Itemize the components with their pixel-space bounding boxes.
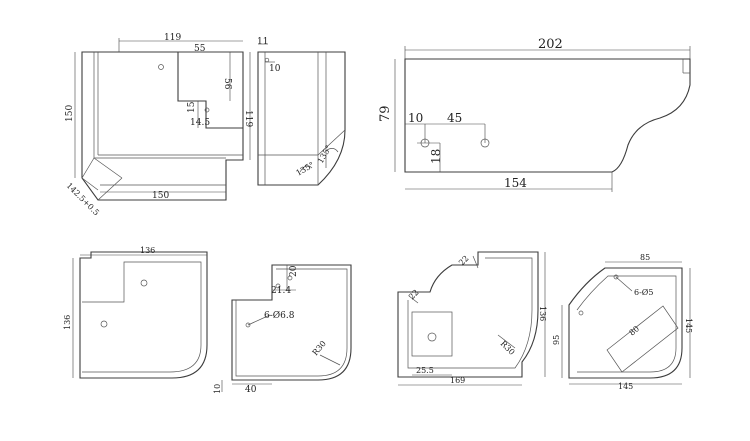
dim-55: 55	[194, 44, 206, 54]
radius-r30-a: R30	[499, 339, 517, 357]
dim-142-5: 142.5+0.5	[65, 181, 101, 217]
dim-56: 56	[222, 78, 232, 90]
dim-136-left: 136	[63, 315, 72, 330]
bottom-mid-plate-drawing: 20 21.4 6-Ø6.8 R30 40 10	[213, 264, 352, 395]
bottom-right-plate-a-drawing: 22 22 136 R30 25.5 169	[397, 251, 547, 386]
dim-85: 85	[640, 253, 650, 262]
holes-6-d5: 6-Ø5	[634, 288, 653, 297]
dim-169: 169	[450, 376, 465, 385]
dim-15: 15	[187, 101, 197, 113]
dim-11: 11	[257, 37, 268, 47]
dim-150-bottom: 150	[152, 191, 169, 201]
dim-150-left: 150	[65, 105, 75, 122]
dim-20: 20	[289, 265, 299, 277]
top-left-bracket-drawing: 119 55 56 150 119 15 14.5 150 142.5+0.5	[65, 33, 253, 217]
dim-136-top: 136	[140, 246, 155, 255]
dim-136-right: 136	[538, 306, 547, 321]
dim-119-right: 119	[243, 110, 253, 127]
bottom-right-plate-b-drawing: 85 6-Ø5 80 145 95 145	[552, 253, 693, 391]
dim-10: 10	[269, 64, 281, 74]
top-right-plate-drawing: 202 79 10 45 18 154	[378, 37, 691, 192]
bottom-left-plate-drawing: 136 136	[63, 246, 208, 379]
dim-154: 154	[504, 176, 527, 190]
dim-45: 45	[447, 111, 462, 125]
dim-10-small: 10	[213, 384, 222, 394]
dim-22-left: 22	[407, 288, 421, 302]
holes-6-d6-8: 6-Ø6.8	[264, 310, 295, 321]
dim-145-bottom: 145	[618, 382, 633, 391]
dim-145-right: 145	[684, 318, 693, 333]
angle-135-right: 135°	[316, 144, 333, 165]
dim-119-top: 119	[164, 33, 181, 43]
dim-25-5: 25.5	[416, 366, 434, 375]
dim-21-4: 21.4	[271, 286, 291, 296]
slot-80: 80	[628, 324, 642, 337]
dim-95: 95	[552, 335, 561, 345]
dim-202: 202	[538, 37, 563, 52]
angle-135-left: 135°	[295, 160, 316, 177]
dim-40: 40	[245, 385, 257, 395]
dim-79: 79	[378, 105, 393, 122]
radius-r30: R30	[311, 339, 328, 357]
dim-10-offset: 10	[408, 111, 423, 125]
top-side-view-drawing: 11 10 135° 135°	[257, 37, 346, 186]
dim-18: 18	[429, 149, 443, 164]
dim-14-5: 14.5	[190, 118, 210, 128]
